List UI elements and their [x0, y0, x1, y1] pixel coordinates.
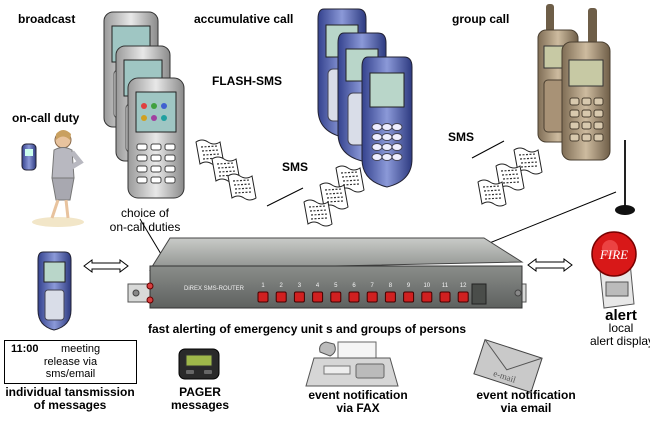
channel-number: 1	[261, 283, 265, 289]
fire-alarm: FIRE	[591, 231, 637, 309]
double-arrow-left	[83, 259, 129, 273]
sms-link-left	[266, 187, 304, 207]
group-call-phones	[537, 4, 611, 161]
sms-sheets-right	[477, 147, 543, 207]
label-flash-sms: FLASH-SMS	[212, 74, 282, 88]
channel-button[interactable]	[366, 291, 378, 303]
channel-number: 7	[371, 283, 375, 289]
sms-sheets-left	[195, 139, 257, 201]
channel-button[interactable]	[384, 291, 396, 303]
label-group-call: group call	[452, 12, 510, 26]
broadcast-phones	[103, 11, 185, 199]
channel-number: 5	[334, 283, 338, 289]
email-envelope: e-mail	[473, 338, 543, 394]
label-on-call-duty: on-call duty	[12, 111, 80, 125]
label-sms-left: SMS	[282, 160, 309, 174]
email-line-2: via email	[500, 401, 552, 415]
antenna-cable	[481, 191, 617, 247]
channel-number: 4	[316, 283, 320, 289]
pager-device	[178, 348, 220, 380]
connection-lines	[139, 140, 617, 265]
individual-phone	[37, 251, 72, 331]
channel-number: 12	[460, 283, 467, 289]
channel-number: 2	[280, 283, 284, 289]
label-accumulative-call: accumulative call	[194, 12, 294, 26]
fax-line-1: event notification	[308, 388, 408, 402]
alert-title: alert	[605, 307, 637, 324]
sms-sheets-middle	[303, 165, 365, 227]
channel-number: 6	[352, 283, 356, 289]
alert-line-2: alert display	[590, 334, 650, 348]
label-pager-messages: PAGER messages	[170, 386, 230, 412]
channel-number: 10	[423, 283, 430, 289]
channel-button[interactable]	[275, 291, 287, 303]
individual-line-2: of messages	[33, 398, 107, 412]
label-fast-alerting: fast alerting of emergency unit s and gr…	[148, 322, 467, 336]
message-line-3: sms/email	[45, 368, 96, 380]
channel-button[interactable]	[403, 291, 415, 303]
link-arrows	[83, 258, 573, 273]
channel-number: 3	[298, 283, 302, 289]
channel-button[interactable]	[421, 291, 433, 303]
fire-button-label: FIRE	[599, 247, 628, 262]
label-individual-transmission: individual tansmission of messages	[0, 386, 140, 412]
message-time: 11:00	[11, 343, 39, 355]
fax-machine	[305, 341, 399, 387]
pager-line-2: messages	[170, 398, 230, 412]
accumulative-phones	[317, 8, 413, 188]
fax-line-2: via FAX	[336, 401, 380, 415]
pager-line-1: PAGER	[179, 385, 221, 399]
label-fax-notification: event notification via FAX	[296, 389, 420, 415]
choice-line-2: on-call duties	[109, 220, 181, 234]
individual-line-1: individual tansmission	[5, 385, 135, 399]
channel-number: 9	[407, 283, 411, 289]
channel-button[interactable]	[330, 291, 342, 303]
message-box: 11:00 meeting release via sms/email	[4, 340, 137, 384]
double-arrow-right	[527, 258, 573, 272]
label-alert: alert local alert display	[590, 307, 650, 348]
channel-button[interactable]	[293, 291, 305, 303]
choice-line-1: choice of	[120, 206, 170, 220]
label-choice-of-duties: choice of on-call duties	[100, 206, 190, 234]
channel-button[interactable]	[312, 291, 324, 303]
email-line-1: event notification	[476, 388, 576, 402]
label-broadcast: broadcast	[18, 12, 76, 26]
channel-number: 11	[442, 283, 449, 289]
message-line-2: release via	[43, 356, 98, 368]
router-brand: DiREX SMS-ROUTER	[184, 286, 245, 292]
channel-button[interactable]	[348, 291, 360, 303]
label-sms-right: SMS	[448, 130, 475, 144]
antenna	[615, 140, 635, 215]
message-word: meeting	[61, 343, 101, 355]
on-call-duty-person	[21, 130, 84, 227]
channel-button[interactable]	[457, 291, 469, 303]
sms-link-right	[471, 140, 505, 159]
label-email-notification: event notification via email	[464, 389, 588, 415]
message-body: release via sms/email	[5, 356, 136, 380]
alert-line-1: local	[608, 321, 634, 335]
channel-button[interactable]	[257, 291, 269, 303]
channel-number: 8	[389, 283, 393, 289]
channel-button[interactable]	[439, 291, 451, 303]
